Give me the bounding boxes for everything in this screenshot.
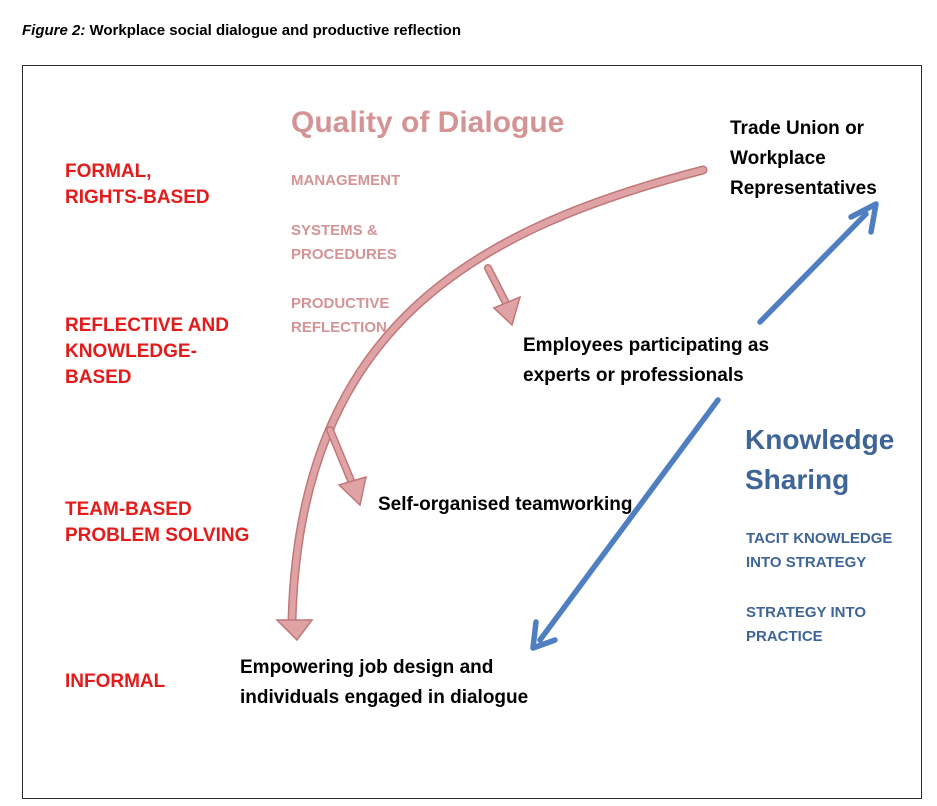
node-employees: Employees participating as experts or pr…	[523, 335, 770, 386]
level-formal: FORMAL, RIGHTS-BASED	[65, 161, 210, 208]
figure-caption-text: Workplace social dialogue and productive…	[85, 22, 462, 39]
knowledge-sharing-title: Knowledge Sharing	[745, 424, 895, 495]
dialogue-curve-arrow	[289, 167, 706, 623]
branch-arrowhead-teamworking	[337, 475, 367, 507]
node-teamworking: Self-organised teamworking	[378, 494, 633, 515]
knowledge-item-practice: STRATEGY INTO PRACTICE	[746, 604, 867, 645]
diagram-frame	[22, 65, 922, 799]
quality-item-systems: SYSTEMS & PROCEDURES	[291, 222, 397, 263]
level-reflective: REFLECTIVE AND KNOWLEDGE- BASED	[65, 315, 229, 388]
knowledge-arrowhead-bottom	[530, 619, 558, 651]
figure-caption-label: Figure 2:	[22, 22, 86, 39]
branch-arrowhead-employees	[492, 295, 522, 327]
knowledge-item-tacit: TACIT KNOWLEDGE INTO STRATEGY	[746, 530, 893, 571]
figure-caption: Figure 2: Workplace social dialogue and …	[22, 22, 461, 39]
dialogue-curve-arrowhead	[275, 619, 314, 642]
level-informal: INFORMAL	[65, 671, 166, 692]
node-trade-union: Trade Union or Workplace Representatives	[730, 118, 877, 199]
quality-item-management: MANAGEMENT	[291, 172, 401, 189]
knowledge-arrow-lower	[537, 397, 721, 643]
quality-of-dialogue-title: Quality of Dialogue	[291, 106, 565, 139]
level-team-based: TEAM-BASED PROBLEM SOLVING	[65, 499, 250, 546]
knowledge-arrow-upper	[757, 211, 869, 325]
knowledge-arrowhead-top	[848, 201, 879, 235]
node-empowering: Empowering job design and individuals en…	[240, 657, 529, 708]
quality-item-reflection: PRODUCTIVE REFLECTION	[291, 295, 390, 336]
